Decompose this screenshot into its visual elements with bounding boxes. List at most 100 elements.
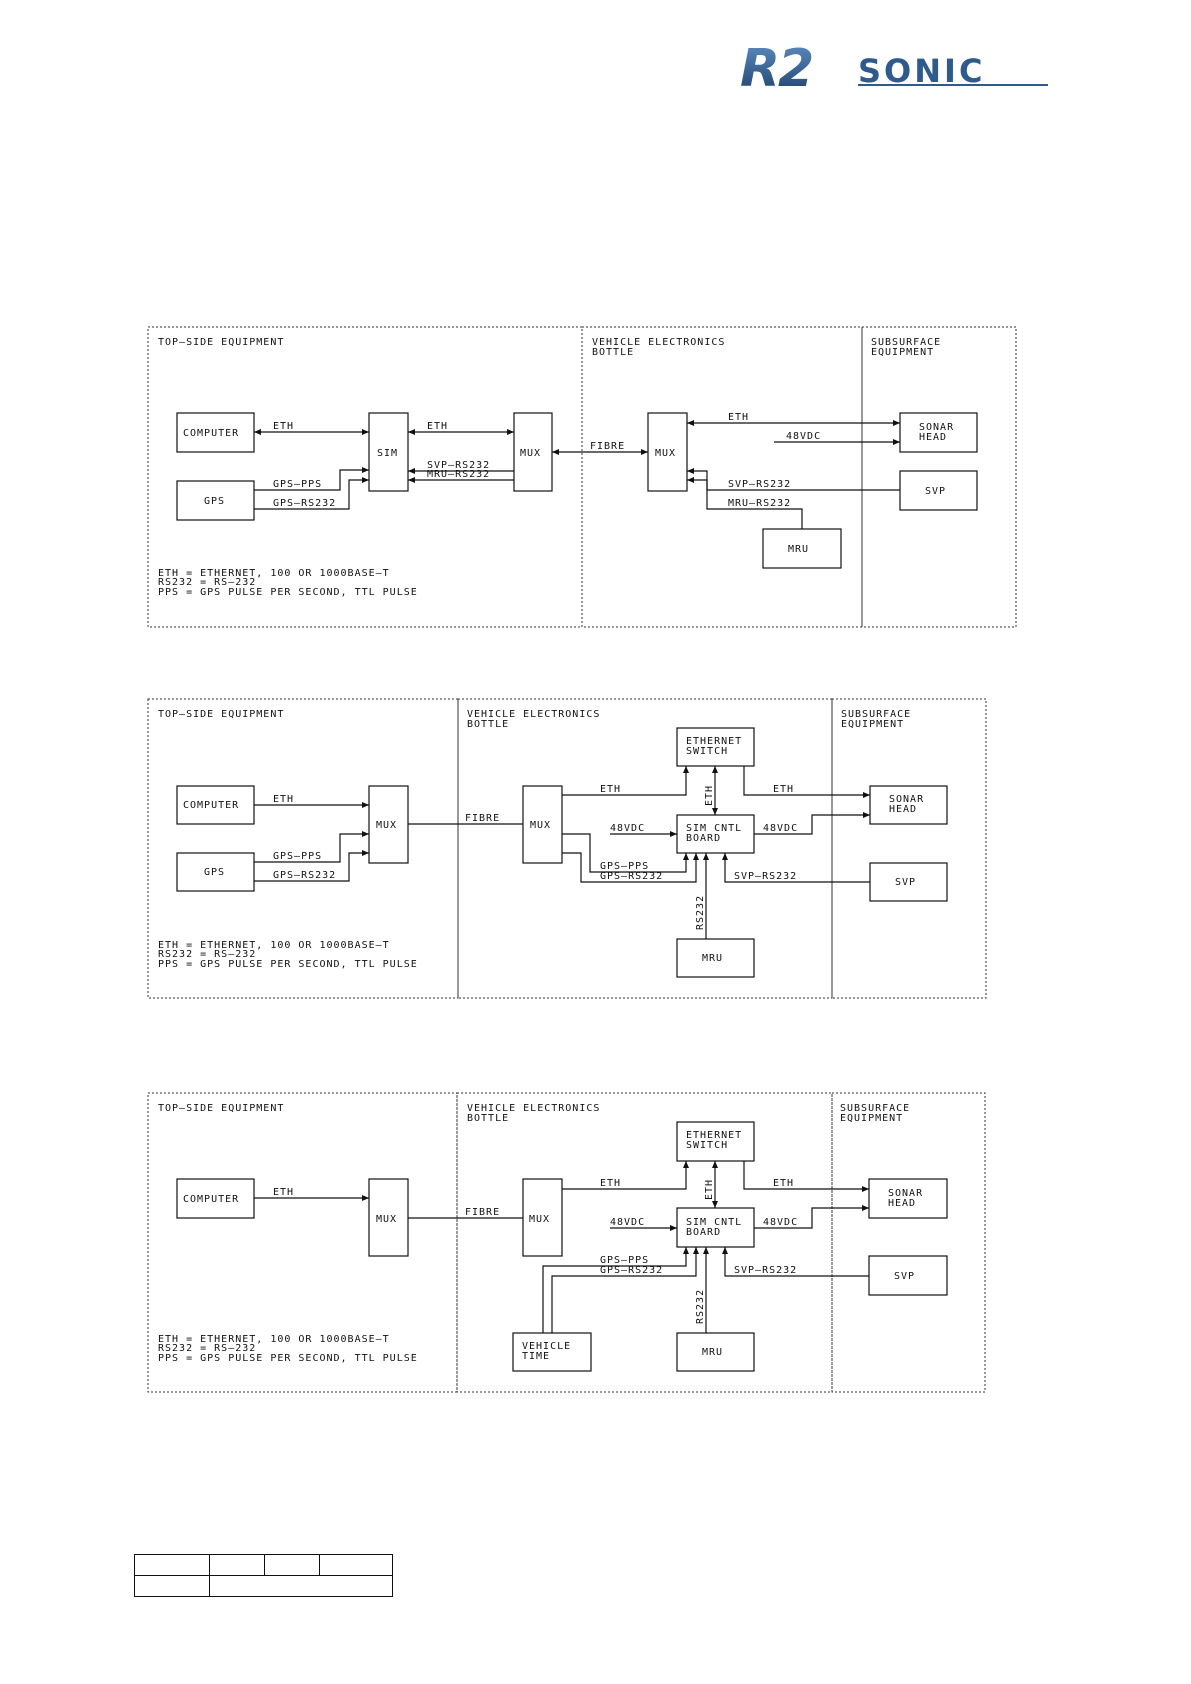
svp-label: SVP	[894, 1271, 915, 1282]
mux-vehicle-label: MUX	[530, 820, 551, 831]
gps-pps-vehicle-label: GPS–PPS	[600, 1255, 649, 1266]
mux-vehicle-label: MUX	[655, 448, 676, 459]
section-title-vehicle: VEHICLE ELECTRONICS	[467, 709, 600, 720]
mux-vehicle-box	[522, 785, 563, 864]
sim-cntl-label: SIM CNTL	[686, 823, 742, 834]
eth-label-left: ETH	[600, 1178, 621, 1189]
section-title-subsurface: SUBSURFACE	[841, 709, 911, 720]
legend-line-2: RS232 = RS–232	[158, 1343, 256, 1354]
section-title-subsurface: SUBSURFACE	[871, 337, 941, 348]
svp-label: SVP	[925, 486, 946, 497]
eth-switch-sonar	[743, 1161, 869, 1192]
sonar-head-label-2: HEAD	[888, 1198, 916, 1209]
computer-box	[176, 785, 255, 825]
vehicle-time-label: VEHICLE	[522, 1341, 571, 1352]
svp-rs232-wire	[687, 468, 900, 491]
gps-pps-vehicle-label: GPS–PPS	[600, 861, 649, 872]
sim-label: SIM	[377, 448, 398, 459]
computer-label: COMPUTER	[183, 428, 239, 439]
svp-label: SVP	[895, 877, 916, 888]
section-title-vehicle-2: BOTTLE	[467, 1113, 509, 1124]
mux-topside-label: MUX	[520, 448, 541, 459]
ethernet-switch-label: ETHERNET	[686, 1130, 742, 1141]
gps-rs232-wire	[254, 850, 369, 882]
gps-pps-label: GPS–PPS	[273, 479, 322, 490]
eth-label-right: ETH	[773, 784, 794, 795]
mux-topside-box	[513, 412, 553, 492]
vehicle-time-label-2: TIME	[522, 1351, 550, 1362]
section-frame-vehicle	[457, 698, 833, 999]
sonar-head-box	[868, 1178, 948, 1219]
mux-topside-label: MUX	[376, 1214, 397, 1225]
gps-label: GPS	[204, 496, 225, 507]
sonar-head-label: SONAR	[919, 422, 954, 433]
footer-cell	[209, 1554, 265, 1576]
sim-cntl-board-box	[676, 1207, 755, 1248]
mux-topside-box	[368, 1178, 409, 1257]
footer-cell	[264, 1554, 320, 1576]
legend-line-2: RS232 = RS–232	[158, 949, 256, 960]
eth-label-vert: ETH	[704, 785, 715, 806]
diagram-2: TOP–SIDE EQUIPMENT VEHICLE ELECTRONICS B…	[147, 698, 987, 999]
gps-box	[176, 852, 255, 892]
48vdc-label-left: 48VDC	[610, 823, 645, 834]
computer-box	[176, 412, 255, 453]
rs232-label-vert: RS232	[695, 1289, 706, 1324]
footer-cell	[134, 1575, 210, 1597]
vehicle-time-box	[512, 1332, 592, 1372]
48vdc-label-right: 48VDC	[763, 823, 798, 834]
sim-cntl-label: SIM CNTL	[686, 1217, 742, 1228]
mru-box	[676, 938, 755, 978]
svp-box	[869, 862, 948, 902]
svp-box	[868, 1255, 948, 1296]
eth-mux-switch	[562, 1161, 689, 1190]
ethernet-switch-box	[676, 1121, 755, 1162]
logo-sonic: SONIC	[858, 52, 985, 90]
mru-rs232-top-label: MRU–RS232	[427, 469, 490, 480]
eth-label-vert: ETH	[704, 1179, 715, 1200]
mux-vehicle-box	[522, 1178, 563, 1257]
section-frame-subsurface	[831, 698, 987, 999]
gps-pps-vehicle-wire	[542, 1247, 689, 1333]
legend-line-3: PPS = GPS PULSE PER SECOND, TTL PULSE	[158, 959, 418, 970]
r2sonic-logo: R2 SONIC	[740, 42, 1048, 92]
gps-rs232-label: GPS–RS232	[273, 870, 336, 881]
section-frame-subsurface	[831, 1092, 986, 1393]
sim-cntl-label-2: BOARD	[686, 833, 721, 844]
48vdc-label-right: 48VDC	[763, 1217, 798, 1228]
mux-topside-box	[368, 785, 409, 864]
eth-switch-sonar	[743, 766, 870, 798]
fibre-label: FIBRE	[465, 1207, 500, 1218]
svp-rs232-label: SVP–RS232	[728, 479, 791, 490]
section-title-topside: TOP–SIDE EQUIPMENT	[158, 337, 284, 348]
mru-label: MRU	[788, 544, 809, 555]
legend-line-2: RS232 = RS–232	[158, 577, 256, 588]
eth-label-1: ETH	[273, 1187, 294, 1198]
gps-pps-wire	[254, 831, 369, 863]
logo-r2: R2	[740, 42, 812, 92]
section-frame-topside	[147, 1092, 458, 1393]
48vdc-out-wire	[754, 1205, 869, 1229]
computer-box	[176, 1178, 255, 1219]
mru-label: MRU	[702, 953, 723, 964]
sonar-head-label: SONAR	[888, 1188, 923, 1199]
mru-label: MRU	[702, 1347, 723, 1358]
48vdc-out-wire	[754, 812, 870, 835]
svp-rs232-top-label: SVP–RS232	[427, 460, 490, 471]
gps-rs232-vehicle-label: GPS–RS232	[600, 871, 663, 882]
section-title-topside: TOP–SIDE EQUIPMENT	[158, 1103, 284, 1114]
computer-label: COMPUTER	[183, 1194, 239, 1205]
diagram-3: TOP–SIDE EQUIPMENT VEHICLE ELECTRONICS B…	[147, 1092, 986, 1393]
section-title-subsurface-2: EQUIPMENT	[841, 719, 904, 730]
computer-label: COMPUTER	[183, 800, 239, 811]
sim-cntl-label-2: BOARD	[686, 1227, 721, 1238]
footer-cell	[319, 1554, 393, 1576]
section-frame-topside	[147, 698, 459, 999]
gps-rs232-wire	[254, 477, 369, 510]
section-frame-vehicle	[581, 326, 863, 628]
48vdc-label-left: 48VDC	[610, 1217, 645, 1228]
sonar-head-label: SONAR	[889, 794, 924, 805]
sonar-head-box	[899, 412, 978, 453]
sim-cntl-board-box	[676, 814, 755, 854]
